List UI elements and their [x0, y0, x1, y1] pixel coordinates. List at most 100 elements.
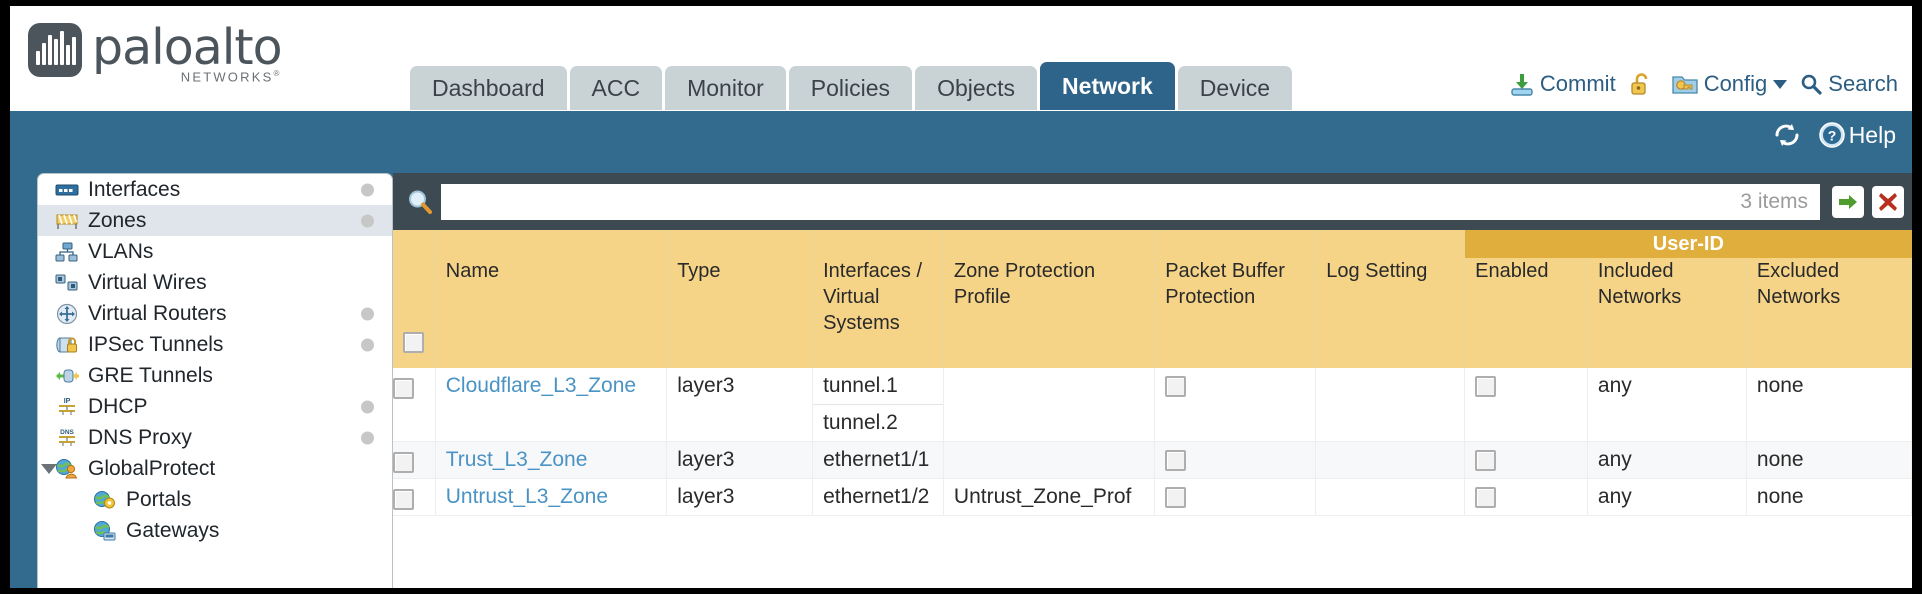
body-area: Interfaces Zones [10, 173, 1912, 588]
cell-userid-enabled [1464, 441, 1588, 479]
clear-filter-button[interactable] [1872, 185, 1904, 218]
config-menu[interactable]: Config [1671, 71, 1788, 97]
sidebar-item-interfaces[interactable]: Interfaces [38, 174, 392, 205]
group-spacer [435, 230, 668, 258]
tab-objects[interactable]: Objects [915, 66, 1038, 110]
packet-buffer-protection-checkbox[interactable] [1165, 375, 1187, 397]
row-checkbox[interactable] [393, 451, 414, 473]
sidebar-item-gateways[interactable]: Gateways [38, 515, 392, 546]
sidebar-item-ipsec-tunnels[interactable]: IPSec Tunnels [38, 329, 392, 360]
svg-text:?: ? [1827, 128, 1836, 144]
virtual-wires-icon [54, 272, 80, 294]
search-magnifier-icon[interactable] [403, 185, 437, 219]
gateways-icon [92, 520, 118, 542]
cell-zone-protection-profile [943, 441, 1156, 479]
zones-table-wrap: User-ID Name Type Interfaces / Virtual S… [393, 230, 1912, 588]
svg-text:IP: IP [64, 398, 71, 405]
tab-policies[interactable]: Policies [788, 66, 913, 110]
zone-name-link[interactable]: Cloudflare_L3_Zone [445, 374, 637, 397]
tab-network[interactable]: Network [1040, 62, 1175, 110]
sidebar-item-vlans[interactable]: VLANs [38, 236, 392, 267]
row-select-cell [393, 441, 436, 479]
group-header-user-id: User-ID [1464, 230, 1912, 258]
packet-buffer-protection-checkbox[interactable] [1165, 449, 1187, 471]
tab-device[interactable]: Device [1177, 66, 1293, 110]
col-header-name[interactable]: Name [435, 258, 668, 368]
sidebar-item-label: Virtual Routers [88, 301, 227, 325]
sidebar-item-label: Zones [88, 208, 147, 232]
filter-input-wrap[interactable]: 3 items [441, 183, 1820, 220]
row-checkbox[interactable] [393, 377, 414, 399]
paloalto-logo-icon [28, 23, 82, 77]
table-row[interactable]: Trust_L3_Zone layer3 ethernet1/1 [393, 441, 1912, 479]
globalprotect-icon [54, 458, 80, 480]
group-spacer [943, 230, 1156, 258]
cell-excluded-networks: none [1746, 478, 1912, 516]
chevron-down-icon[interactable] [41, 463, 57, 474]
group-spacer [666, 230, 814, 258]
cell-name: Cloudflare_L3_Zone [435, 368, 668, 442]
unlock-button[interactable] [1628, 71, 1659, 97]
help-button[interactable]: ? Help [1818, 121, 1896, 149]
status-dot-icon [361, 183, 374, 196]
sidebar-item-virtual-wires[interactable]: Virtual Wires [38, 267, 392, 298]
band-actions: ? Help [1772, 121, 1896, 149]
status-dot-icon [361, 214, 374, 227]
col-header-userid-enabled[interactable]: Enabled [1464, 258, 1588, 368]
cell-included-networks: any [1587, 478, 1747, 516]
zone-name-link[interactable]: Trust_L3_Zone [445, 448, 588, 471]
sidebar-item-zones[interactable]: Zones [38, 205, 392, 236]
brand-logo: paloalto NETWORKS® [28, 23, 283, 84]
cell-type: layer3 [666, 368, 814, 442]
cell-zone-protection-profile: Untrust_Zone_Prof [943, 478, 1156, 516]
apply-filter-button[interactable] [1832, 185, 1864, 218]
tab-dashboard[interactable]: Dashboard [410, 66, 567, 110]
config-key-icon [1671, 71, 1699, 97]
cell-log-setting [1315, 478, 1466, 516]
refresh-icon[interactable] [1772, 122, 1802, 148]
tab-acc[interactable]: ACC [569, 66, 663, 110]
col-header-type[interactable]: Type [666, 258, 814, 368]
cell-interfaces: ethernet1/2 [812, 478, 944, 516]
packet-buffer-protection-checkbox[interactable] [1165, 486, 1187, 508]
row-checkbox[interactable] [393, 488, 414, 510]
userid-enabled-checkbox[interactable] [1475, 486, 1497, 508]
sub-header-band: ? Help [10, 111, 1912, 173]
select-all-checkbox[interactable] [403, 332, 425, 353]
zones-table: User-ID Name Type Interfaces / Virtual S… [393, 230, 1912, 516]
userid-enabled-checkbox[interactable] [1475, 449, 1497, 471]
col-header-included-networks[interactable]: Included Networks [1587, 258, 1747, 368]
sidebar-item-label: VLANs [88, 239, 154, 263]
group-spacer [1315, 230, 1466, 258]
tab-monitor[interactable]: Monitor [665, 66, 786, 110]
col-header-zone-protection-profile[interactable]: Zone Protection Profile [943, 258, 1156, 368]
cell-userid-enabled [1464, 478, 1588, 516]
main-content: 3 items [393, 173, 1912, 588]
sidebar-item-gre-tunnels[interactable]: GRE Tunnels [38, 360, 392, 391]
cell-included-networks: any [1587, 368, 1747, 442]
zone-name-link[interactable]: Untrust_L3_Zone [445, 485, 609, 508]
sidebar-item-virtual-routers[interactable]: Virtual Routers [38, 298, 392, 329]
sidebar-item-globalprotect[interactable]: GlobalProtect [38, 453, 392, 484]
table-row[interactable]: Cloudflare_L3_Zone layer3 tunnel.1 tunne… [393, 368, 1912, 442]
table-row[interactable]: Untrust_L3_Zone layer3 ethernet1/2 Untru… [393, 478, 1912, 516]
col-header-log-setting[interactable]: Log Setting [1315, 258, 1466, 368]
cell-zone-protection-profile [943, 368, 1156, 442]
commit-button[interactable]: Commit [1509, 71, 1616, 97]
col-header-interfaces[interactable]: Interfaces / Virtual Systems [812, 258, 944, 368]
userid-enabled-checkbox[interactable] [1475, 375, 1497, 397]
col-header-packet-buffer-protection[interactable]: Packet Buffer Protection [1154, 258, 1317, 368]
sidebar-item-dhcp[interactable]: IP DHCP [38, 391, 392, 422]
filter-input[interactable] [441, 185, 1733, 218]
sidebar-item-portals[interactable]: Portals [38, 484, 392, 515]
dns-proxy-icon: DNS [54, 427, 80, 449]
cell-type: layer3 [666, 478, 814, 516]
table-group-header-row: User-ID [393, 230, 1912, 258]
app-window: paloalto NETWORKS® Dashboard ACC Monitor… [10, 6, 1912, 588]
cell-log-setting [1315, 368, 1466, 442]
sidebar-item-label: DHCP [88, 394, 148, 418]
search-button[interactable]: Search [1799, 71, 1898, 97]
col-header-excluded-networks[interactable]: Excluded Networks [1746, 258, 1912, 368]
sidebar-item-dns-proxy[interactable]: DNS DNS Proxy [38, 422, 392, 453]
portals-icon [92, 489, 118, 511]
